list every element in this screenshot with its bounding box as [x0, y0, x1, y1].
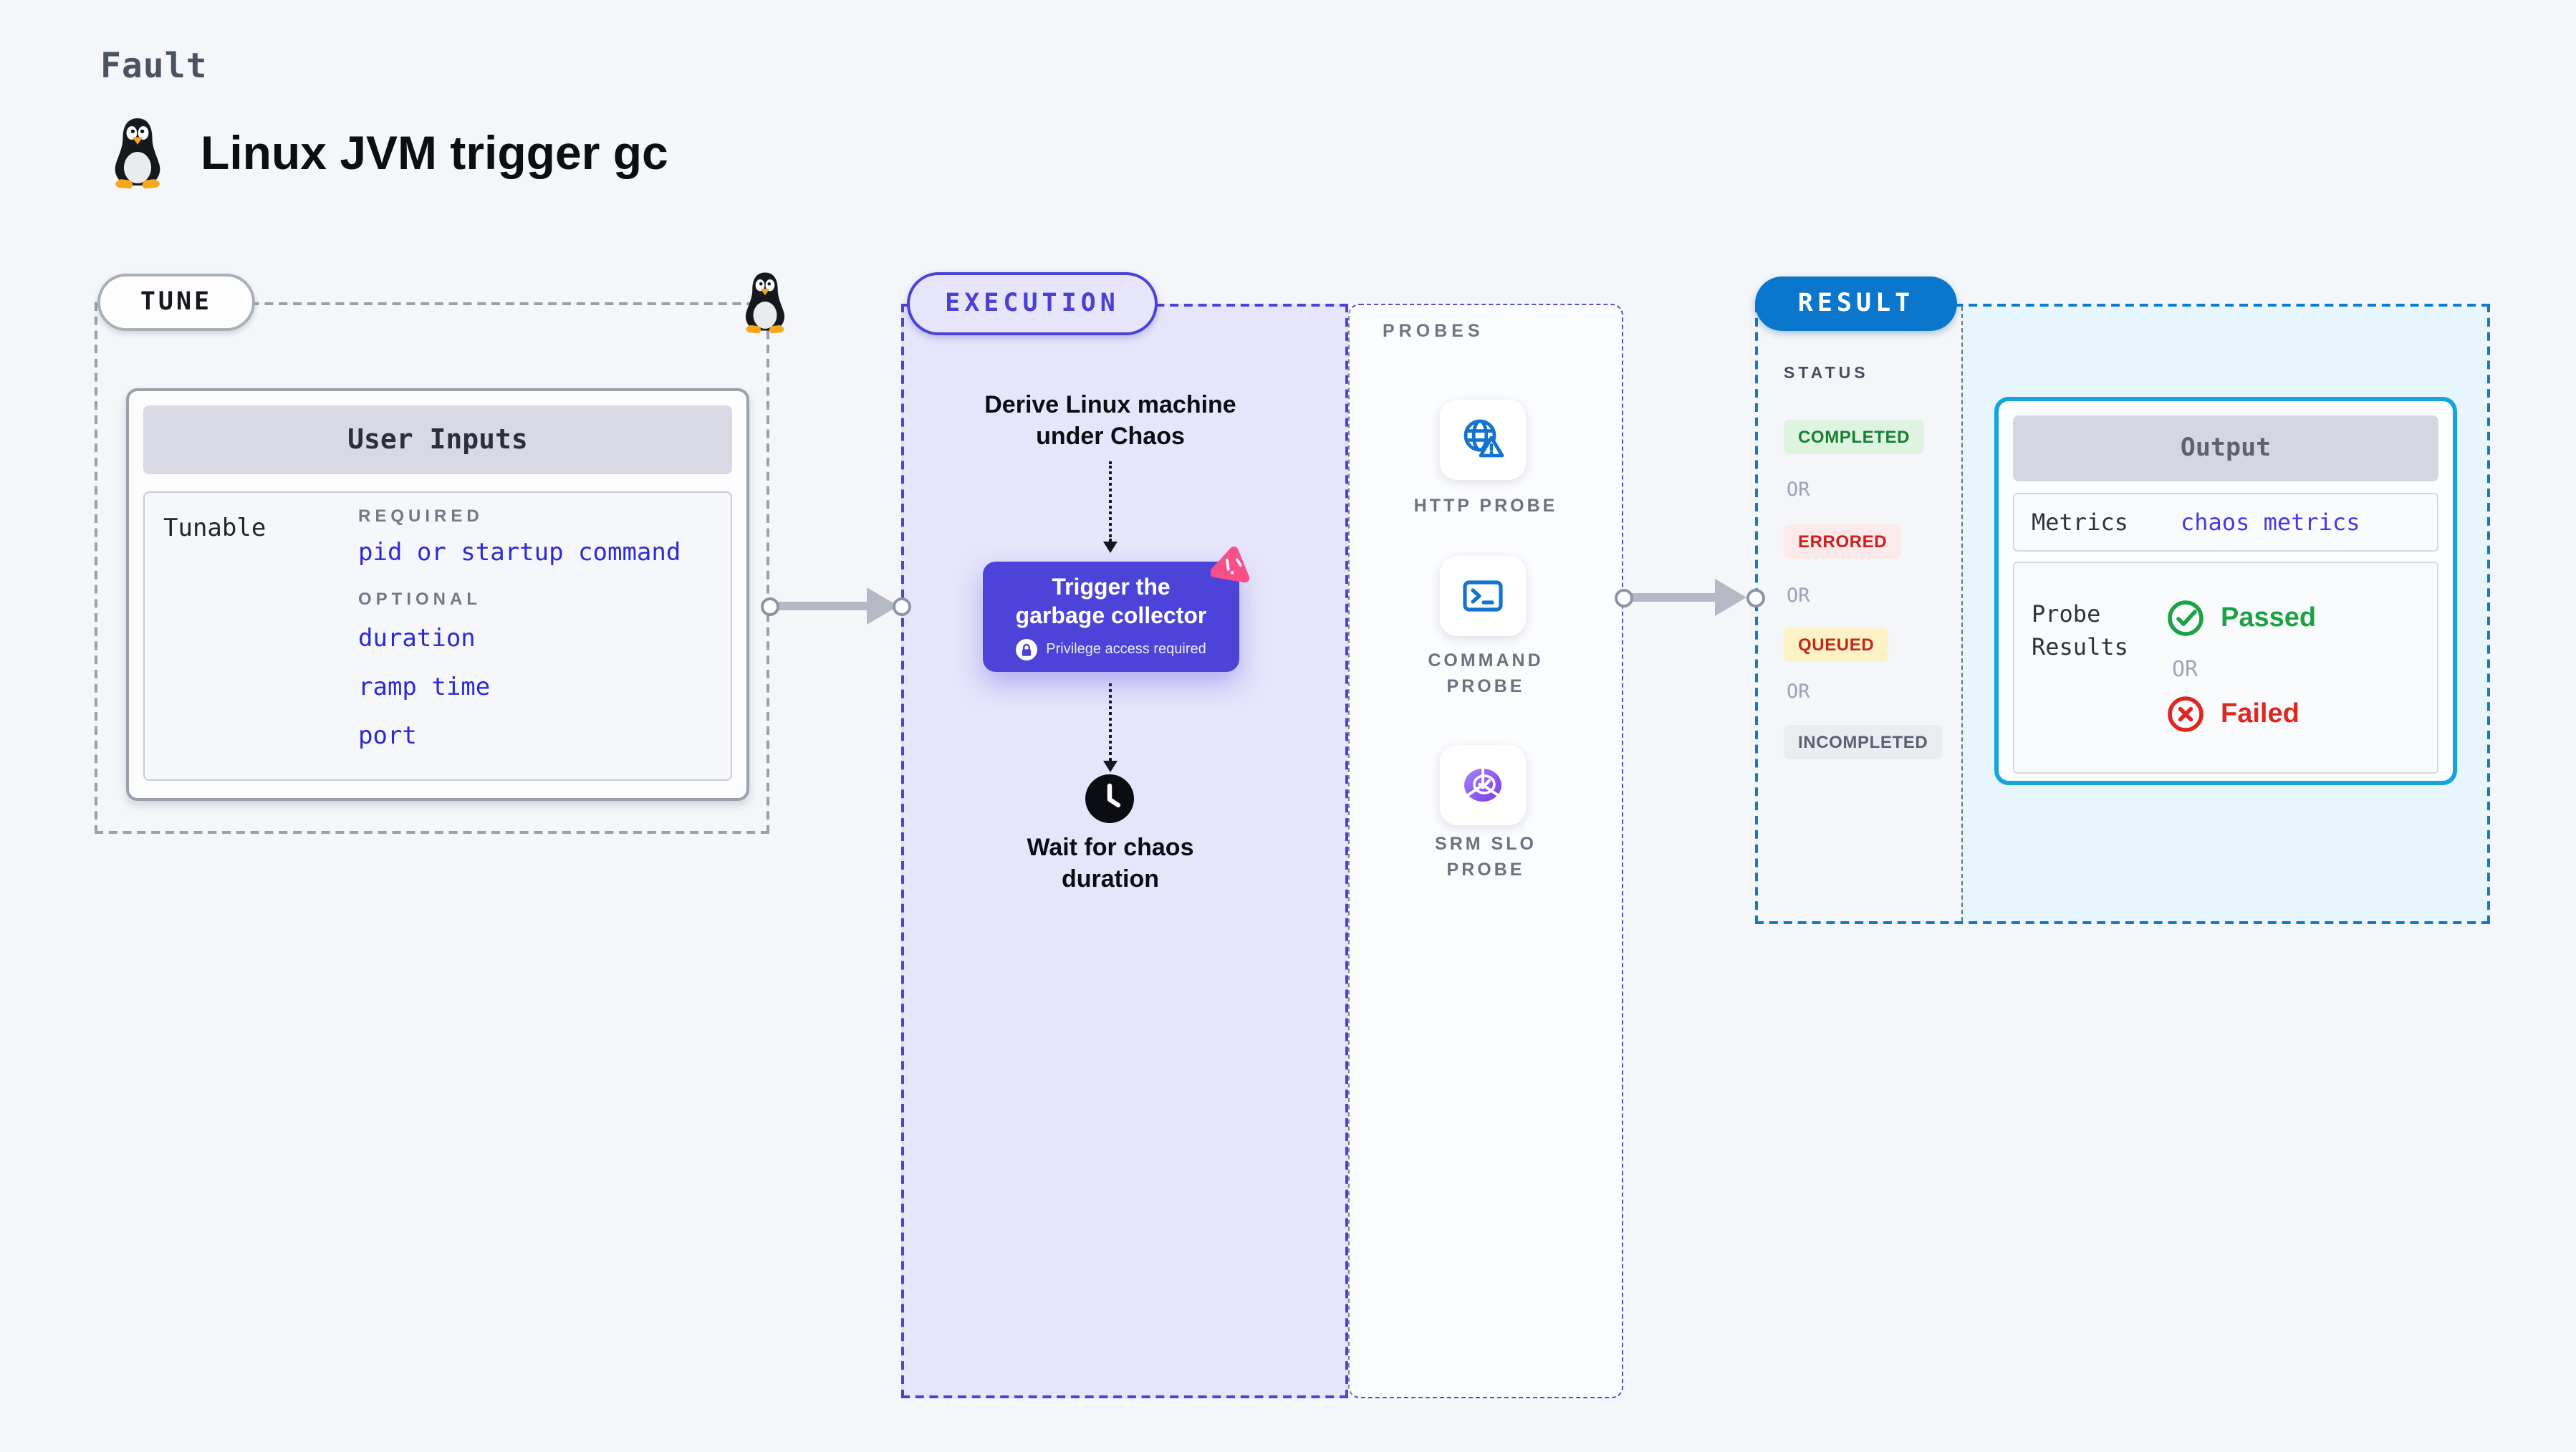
tunable-row-label: Tunable	[163, 514, 266, 543]
tunable-port[interactable]: port	[358, 722, 417, 751]
x-circle-icon	[2168, 696, 2203, 732]
execution-to-result-arrowhead	[1715, 579, 1746, 616]
result-status-divider	[1961, 307, 1963, 921]
probes-section-label: PROBES	[1383, 321, 1484, 341]
optional-group-label: OPTIONAL	[358, 589, 481, 609]
user-inputs-title: User Inputs	[143, 405, 732, 474]
fault-category-label: Fault	[100, 46, 208, 86]
trigger-gc-step: Trigger the garbage collector Privilege …	[983, 562, 1239, 672]
tunable-ramp-time[interactable]: ramp time	[358, 673, 491, 702]
chaos-experiment-icon	[1211, 547, 1250, 583]
check-circle-icon	[2168, 600, 2203, 636]
privilege-note: Privilege access required	[1046, 642, 1206, 658]
lock-icon	[1016, 639, 1038, 660]
tunable-pid-or-startup-command[interactable]: pid or startup command	[358, 539, 681, 567]
status-heading: STATUS	[1784, 365, 1869, 383]
terminal-icon	[1463, 580, 1503, 612]
metrics-row: Metrics chaos metrics	[2013, 493, 2438, 552]
tune-section-box	[95, 302, 769, 834]
page-title: Linux JVM trigger gc	[201, 126, 668, 179]
command-probe-card	[1440, 556, 1526, 636]
status-badge-errored: ERRORED	[1784, 524, 1902, 559]
probe-results-label: Probe Results	[2032, 600, 2128, 660]
flow-dotted-arrow	[1109, 461, 1112, 542]
or-label: OR	[1787, 585, 1810, 607]
connector-dot	[1614, 588, 1633, 607]
or-label: OR	[2172, 656, 2198, 682]
passed-label: Passed	[2221, 602, 2317, 633]
probe-results-row: Probe Results Passed OR Failed	[2013, 562, 2438, 774]
metrics-label: Metrics	[2032, 509, 2128, 536]
http-probe-card	[1440, 400, 1526, 480]
derive-step-text: Derive Linux machine under Chaos	[984, 391, 1236, 450]
connector-dot	[1746, 588, 1764, 607]
status-badge-completed: COMPLETED	[1784, 420, 1925, 454]
privilege-note-row: Privilege access required	[983, 639, 1239, 660]
clock-icon	[1085, 774, 1134, 823]
command-probe-label: COMMAND PROBE	[1428, 650, 1544, 696]
slo-chart-icon	[1464, 767, 1501, 802]
tunable-duration[interactable]: duration	[358, 625, 476, 653]
execution-badge: EXECUTION	[907, 272, 1158, 335]
http-probe-label: HTTP PROBE	[1413, 496, 1558, 516]
tune-to-execution-arrow	[778, 602, 867, 610]
execution-to-result-arrow	[1632, 593, 1715, 601]
tune-badge: TUNE	[97, 274, 255, 331]
status-badge-incompleted: INCOMPLETED	[1784, 725, 1943, 759]
flow-dotted-arrowhead	[1103, 761, 1118, 772]
trigger-step-title: Trigger the garbage collector	[1015, 576, 1207, 629]
connector-dot	[760, 597, 779, 615]
or-label: OR	[1787, 479, 1810, 501]
failed-result: Failed	[2166, 695, 2299, 734]
status-badge-queued: QUEUED	[1784, 628, 1889, 662]
flow-dotted-arrow	[1109, 683, 1112, 761]
wait-step-text: Wait for chaos duration	[1027, 834, 1194, 893]
output-panel: Output Metrics chaos metrics Probe Resul…	[1994, 397, 2457, 785]
output-panel-title: Output	[2013, 415, 2438, 481]
globe-alert-icon	[1464, 419, 1504, 458]
result-badge: RESULT	[1755, 277, 1957, 331]
passed-result: Passed	[2166, 599, 2316, 638]
srm-slo-probe-card	[1440, 745, 1526, 825]
tux-penguin-icon	[115, 118, 160, 189]
connector-dot	[892, 597, 910, 615]
metrics-value-link[interactable]: chaos metrics	[2181, 509, 2360, 536]
srm-slo-probe-label: SRM SLO PROBE	[1435, 834, 1537, 880]
or-label: OR	[1787, 681, 1810, 703]
required-group-label: REQUIRED	[358, 506, 484, 526]
probes-section-box	[1348, 304, 1623, 1398]
failed-label: Failed	[2221, 698, 2299, 729]
user-inputs-body	[143, 491, 732, 781]
flow-dotted-arrowhead	[1103, 542, 1118, 553]
tux-penguin-icon	[745, 272, 785, 334]
